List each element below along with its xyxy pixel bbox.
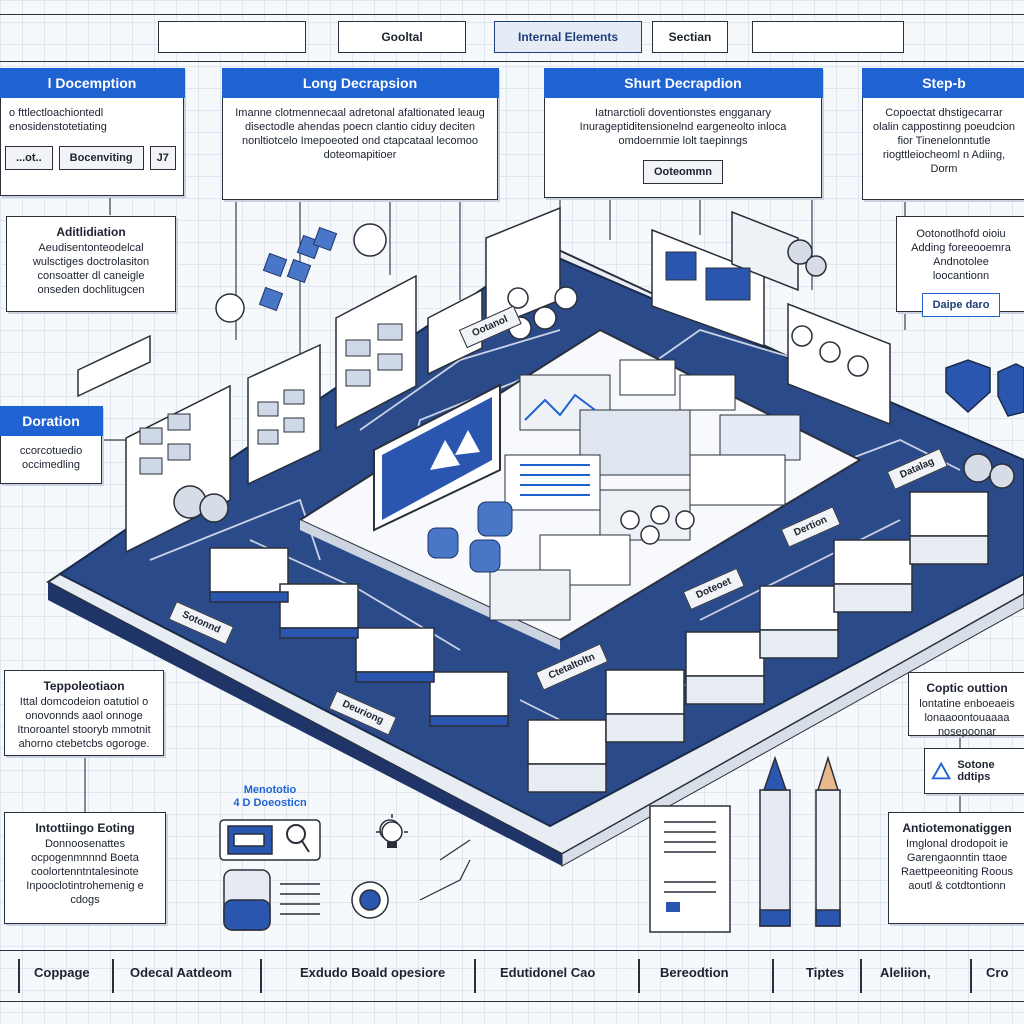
triangle-icon (931, 761, 952, 780)
field-button[interactable]: Bocenviting (58, 145, 144, 170)
blue-caption-line: 4 D Doeosticn (233, 797, 307, 809)
bottom-item[interactable]: Edutidonel Cao (500, 965, 596, 980)
panel-body: Imglonal drodopoit ie Garengaonntin ttao… (901, 838, 1013, 892)
panel-title: Antiotemonatiggen (902, 821, 1012, 835)
panel-step: Step-b Copoectat dhstigecarrar olalin ca… (861, 67, 1024, 200)
panel-duration: Doration ccorcotuedio occimedling (0, 405, 103, 484)
divider (260, 959, 262, 993)
divider (474, 959, 476, 993)
panel-title: Teppoleotiaon (43, 679, 125, 693)
panel-short-description: Shurt Decrapdion Iatnarctioli doventions… (543, 67, 823, 198)
panel-body: Donnoosenattes ocpogenmnnnd Boeta coolor… (26, 838, 144, 906)
panel-controls: ...ot.. Bocenviting J7 (1, 145, 183, 170)
panel-action-row: Daipe daro (897, 293, 1024, 317)
bottom-item[interactable]: Coppage (34, 965, 90, 980)
panel-title: Aditlidiation (56, 225, 126, 239)
bottom-item[interactable]: Exdudo Boald opesiore (300, 965, 446, 980)
top-nav-bar: Gooltal Internal Elements Sectian (0, 14, 1024, 62)
panel-addition: Aditlidiation Aeudisentonteodelcal wulsc… (6, 216, 176, 312)
step-button[interactable]: Daipe daro (921, 293, 1001, 317)
panel-description: l Docemption o fttlectloachiontedl enosi… (0, 67, 185, 196)
panel-body: Iatnarctioli doventionstes engganary Inu… (579, 106, 787, 147)
panel-step-addition: Ootonotlhofd oioiu Adding foreeooemra An… (896, 216, 1024, 317)
panel-long-description: Long Decrapsion Imanne clotmennecaal adr… (221, 67, 499, 200)
top-tab-5[interactable] (752, 21, 904, 53)
top-tab-label: Sectian (668, 30, 712, 44)
divider (970, 959, 972, 993)
panel-body: lontatine enboeaeis lonaaoontouaaaa nose… (919, 698, 1015, 738)
bottom-item[interactable]: Bereodtion (660, 965, 729, 980)
panel-title: l Docemption (0, 67, 185, 98)
top-tab-3[interactable]: Internal Elements (494, 21, 642, 53)
panel-title: Intottiingo Eoting (35, 821, 135, 835)
panel-body: Ittal domcodeion oatutiol o onovonnds aa… (17, 696, 151, 750)
panel-editing: Intottiingo Eoting Donnoosenattes ocpoge… (4, 812, 166, 924)
panel-action-row: Ooteommn (545, 159, 821, 184)
top-tab-label: Internal Elements (517, 30, 619, 44)
panel-caption-action: Sotone ddtips (924, 748, 1024, 794)
panel-body: Imanne clotmennecaal adretonal afaltiona… (235, 106, 485, 161)
bottom-nav-bar: Coppage Odecal Aatdeom Exdudo Boald opes… (0, 950, 1024, 1002)
panel-body: ccorcotuedio occimedling (19, 444, 83, 471)
divider (860, 959, 862, 993)
top-tab-4[interactable]: Sectian (652, 21, 728, 53)
short-description-button[interactable]: Ooteommn (642, 159, 724, 184)
panel-body: Ootonotlhofd oioiu Adding foreeooemra An… (911, 228, 1011, 282)
panel-title: Long Decrapsion (221, 67, 499, 98)
panel-body: Copoectat dhstigecarrar olalin cappostin… (873, 106, 1015, 175)
caption-action-label: Sotone ddtips (957, 759, 995, 783)
panel-annotation: Antiotemonatiggen Imglonal drodopoit ie … (888, 812, 1024, 924)
panel-caption: Coptic outtion lontatine enboeaeis lonaa… (908, 672, 1024, 738)
blue-caption-line: Menototio (243, 784, 297, 796)
field-left[interactable]: ...ot.. (5, 145, 53, 170)
blue-caption: Menototio 4 D Doeosticn (222, 784, 318, 810)
search-icon (286, 824, 310, 853)
divider (112, 959, 114, 993)
divider (638, 959, 640, 993)
bottom-item[interactable]: Aleliion, (880, 965, 931, 980)
top-tab-1[interactable] (158, 21, 306, 53)
panel-templates: Teppoleotiaon Ittal domcodeion oatutiol … (4, 670, 164, 756)
divider (772, 959, 774, 993)
panel-body: Aeudisentonteodelcal wulsctiges doctrola… (32, 242, 150, 296)
panel-title: Doration (0, 405, 103, 436)
bottom-item[interactable]: Odecal Aatdeom (130, 965, 233, 980)
panel-body: o fttlectloachiontedl enosidenstotetiati… (9, 106, 107, 133)
bottom-item[interactable]: Tiptes (806, 965, 845, 980)
lightbulb-icon (376, 814, 408, 848)
divider (18, 959, 20, 993)
field-icon-button[interactable]: J7 (149, 145, 176, 170)
panel-title: Step-b (861, 67, 1024, 98)
top-tab-label: Gooltal (381, 30, 423, 44)
bottom-item[interactable]: Cro (986, 965, 1009, 980)
caption-action-row[interactable]: Sotone ddtips (925, 749, 1024, 793)
top-tab-2[interactable]: Gooltal (338, 21, 466, 53)
panel-title: Shurt Decrapdion (543, 67, 823, 98)
panel-title: Coptic outtion (926, 681, 1008, 695)
